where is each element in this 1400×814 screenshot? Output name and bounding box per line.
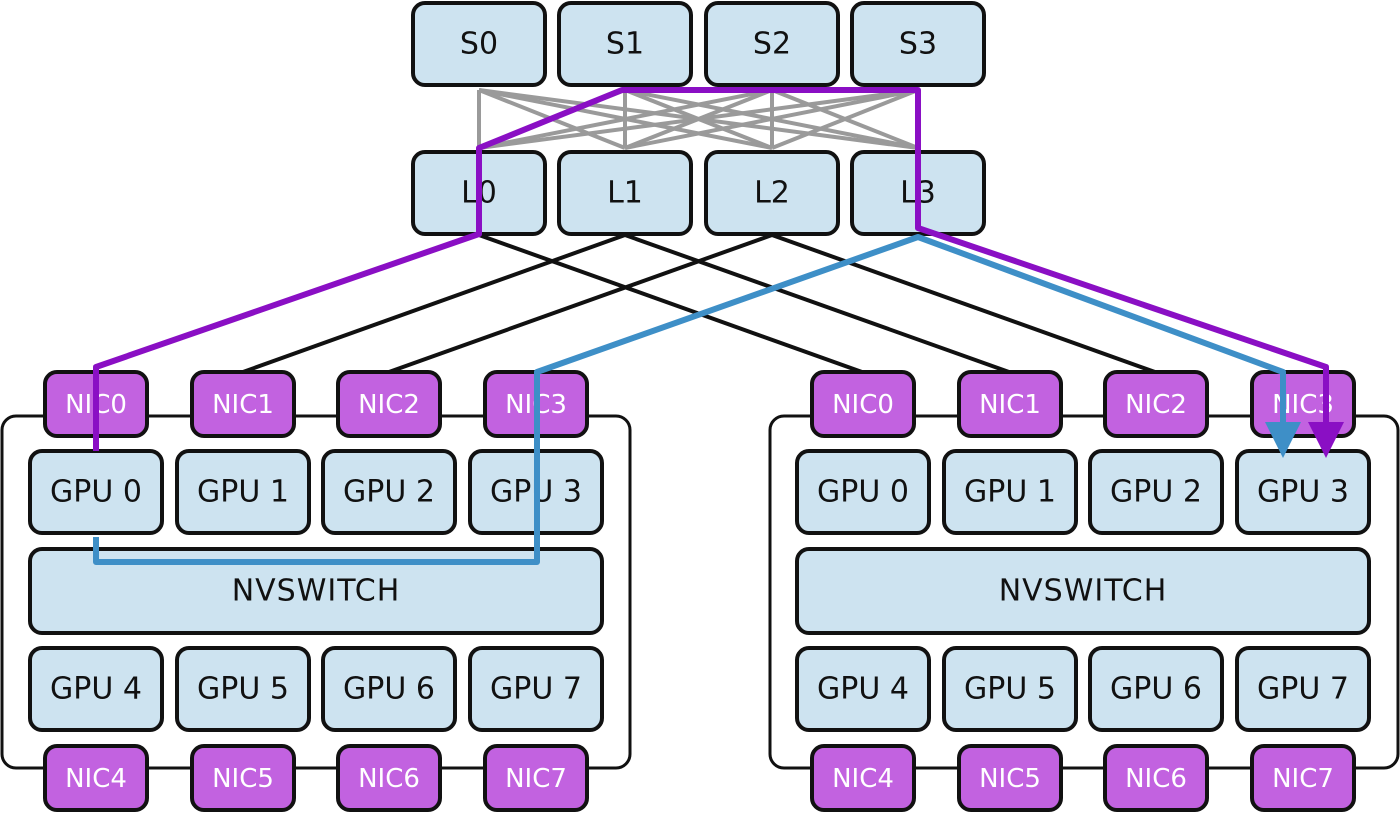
spine-row: S0 S1 S2 S3 xyxy=(411,1,986,87)
gpu-box[interactable]: GPU 3 xyxy=(1235,449,1371,535)
purple-path xyxy=(93,87,1344,458)
nic-port[interactable]: NIC7 xyxy=(1250,744,1356,812)
leaf-switch[interactable]: L1 xyxy=(557,150,693,236)
nic-port[interactable]: NIC5 xyxy=(957,744,1063,812)
gpu-label: GPU 6 xyxy=(1110,672,1202,707)
blue-path xyxy=(93,234,1301,565)
spine-switch[interactable]: S2 xyxy=(704,1,840,87)
nic-label: NIC5 xyxy=(979,764,1041,794)
gpu-label: GPU 2 xyxy=(343,475,435,510)
gpu-box[interactable]: GPU 4 xyxy=(795,646,931,732)
gpu-box[interactable]: GPU 4 xyxy=(28,646,164,732)
gpu-box[interactable]: GPU 2 xyxy=(1088,449,1224,535)
nic-port[interactable]: NIC2 xyxy=(1103,370,1209,438)
gpu-label: GPU 0 xyxy=(50,475,142,510)
leaf-nic-links xyxy=(242,233,1156,374)
leaf-label: L1 xyxy=(607,176,643,211)
nic-label: NIC2 xyxy=(1125,390,1187,420)
nic-port[interactable]: NIC7 xyxy=(483,744,589,812)
gpu-label: GPU 2 xyxy=(1110,475,1202,510)
gpu-label: GPU 4 xyxy=(817,672,909,707)
gpu-box[interactable]: GPU 5 xyxy=(942,646,1078,732)
leaf-label: L2 xyxy=(754,176,790,211)
gpu-box[interactable]: GPU 6 xyxy=(1088,646,1224,732)
nvswitch-label: NVSWITCH xyxy=(232,574,401,609)
nic-label: NIC6 xyxy=(358,764,420,794)
nic-port[interactable]: NIC4 xyxy=(810,744,916,812)
nic-label: NIC5 xyxy=(212,764,274,794)
gpu-box[interactable]: GPU 0 xyxy=(28,449,164,535)
spine-label: S0 xyxy=(460,27,498,62)
gpu-box[interactable]: GPU 7 xyxy=(468,646,604,732)
gpu-label: GPU 6 xyxy=(343,672,435,707)
spine-switch[interactable]: S1 xyxy=(557,1,693,87)
gpu-box[interactable]: GPU 1 xyxy=(942,449,1078,535)
nvswitch-label: NVSWITCH xyxy=(999,574,1168,609)
gpu-label: GPU 5 xyxy=(197,672,289,707)
nic-port[interactable]: NIC3 xyxy=(1250,370,1356,438)
gpu-box[interactable]: GPU 1 xyxy=(175,449,311,535)
gpu-box[interactable]: GPU 5 xyxy=(175,646,311,732)
spine-switch[interactable]: S0 xyxy=(411,1,547,87)
gpu-label: GPU 7 xyxy=(490,672,582,707)
gpu-box[interactable]: GPU 2 xyxy=(321,449,457,535)
nic-label: NIC4 xyxy=(65,764,127,794)
spine-switch[interactable]: S3 xyxy=(850,1,986,87)
spine-label: S3 xyxy=(899,27,937,62)
nic-label: NIC0 xyxy=(832,390,894,420)
nvswitch-box[interactable]: NVSWITCH xyxy=(795,547,1371,635)
gpu-box[interactable]: GPU 7 xyxy=(1235,646,1371,732)
server-left: NIC0 NIC1 NIC2 NIC3 GPU 0 GPU 1 GPU 2 xyxy=(28,370,604,812)
nic-label: NIC2 xyxy=(358,390,420,420)
nic-label: NIC7 xyxy=(1272,764,1334,794)
nic-label: NIC7 xyxy=(505,764,567,794)
nic-label: NIC1 xyxy=(979,390,1041,420)
nic-port[interactable]: NIC5 xyxy=(190,744,296,812)
leaf-switch[interactable]: L2 xyxy=(704,150,840,236)
gpu-label: GPU 1 xyxy=(197,475,289,510)
leaf-row: L0 L1 L2 L3 xyxy=(411,150,986,236)
nic-label: NIC1 xyxy=(212,390,274,420)
spine-label: S2 xyxy=(753,27,791,62)
nvswitch-box[interactable]: NVSWITCH xyxy=(28,547,604,635)
nic-port[interactable]: NIC6 xyxy=(336,744,442,812)
nic-port[interactable]: NIC0 xyxy=(810,370,916,438)
nic-port[interactable]: NIC2 xyxy=(336,370,442,438)
nic-port[interactable]: NIC6 xyxy=(1103,744,1209,812)
nic-label: NIC4 xyxy=(832,764,894,794)
spine-label: S1 xyxy=(606,27,644,62)
nic-port[interactable]: NIC1 xyxy=(190,370,296,438)
gpu-label: GPU 1 xyxy=(964,475,1056,510)
nic-port[interactable]: NIC1 xyxy=(957,370,1063,438)
gpu-label: GPU 4 xyxy=(50,672,142,707)
gpu-box[interactable]: GPU 0 xyxy=(795,449,931,535)
nic-port[interactable]: NIC4 xyxy=(43,744,149,812)
gpu-label: GPU 7 xyxy=(1257,672,1349,707)
gpu-label: GPU 3 xyxy=(1257,475,1349,510)
nic-label: NIC6 xyxy=(1125,764,1187,794)
server-right: NIC0 NIC1 NIC2 NIC3 GPU 0 GPU 1 GPU 2 xyxy=(795,370,1371,812)
gpu-label: GPU 5 xyxy=(964,672,1056,707)
gpu-box[interactable]: GPU 6 xyxy=(321,646,457,732)
gpu-label: GPU 0 xyxy=(817,475,909,510)
